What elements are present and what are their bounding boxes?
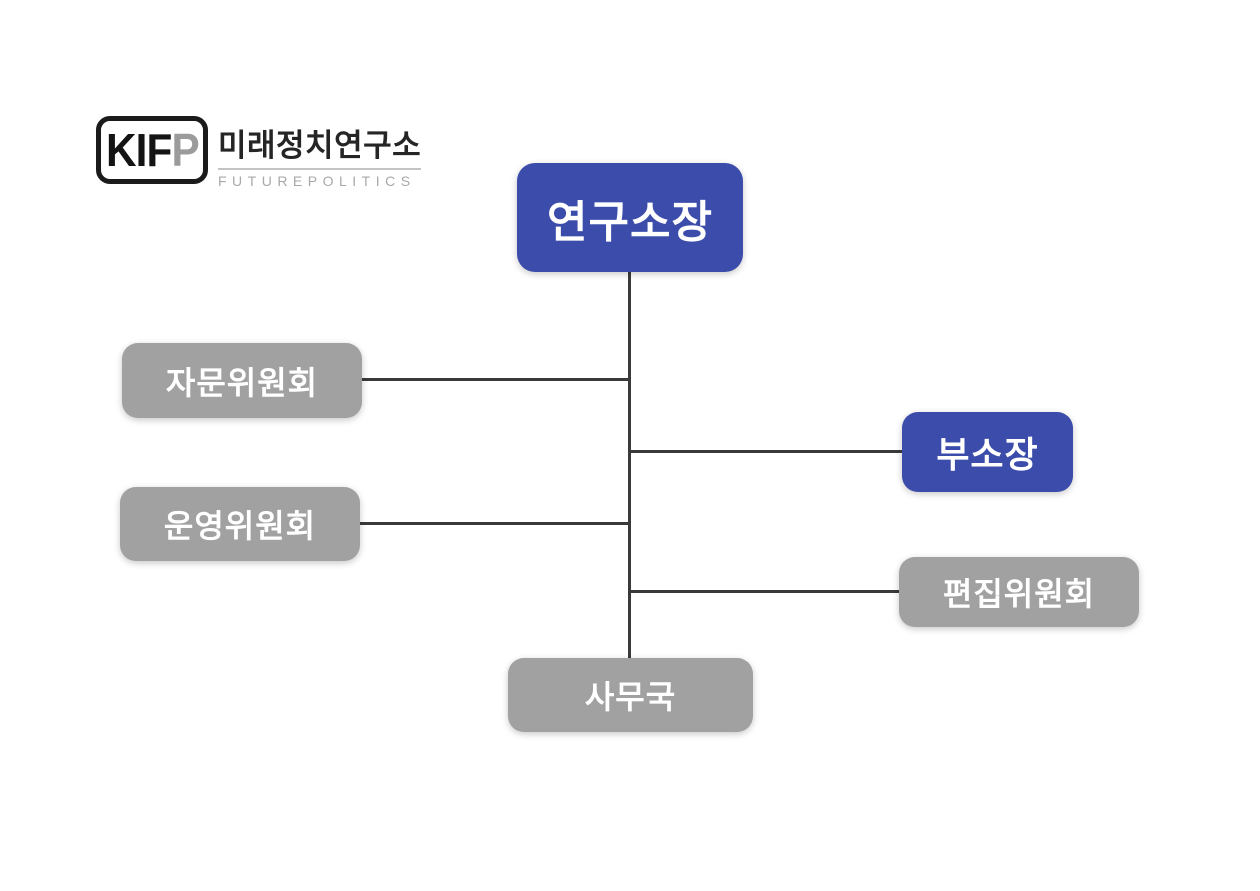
logo-acronym: KIFP	[105, 124, 200, 176]
connector-operating-branch	[360, 522, 630, 525]
connector-deputy-branch	[630, 450, 902, 453]
node-secretariat: 사무국	[508, 658, 753, 732]
connector-editorial-branch	[630, 590, 899, 593]
logo-text-block: 미래정치연구소 FUTUREPOLITICS	[218, 120, 422, 189]
kifp-logo: KIFP 미래정치연구소 FUTUREPOLITICS	[96, 116, 422, 189]
logo-acronym-black: KIF	[105, 124, 172, 176]
connector-advisory-branch	[362, 378, 630, 381]
node-operating-committee: 운영위원회	[120, 487, 360, 561]
node-editorial-committee: 편집위원회	[899, 557, 1139, 627]
node-research-director: 연구소장	[517, 163, 743, 272]
logo-acronym-gray: P	[171, 124, 199, 176]
logo-english-name: FUTUREPOLITICS	[218, 173, 416, 189]
node-deputy-director: 부소장	[902, 412, 1073, 492]
connector-trunk-vertical	[628, 272, 631, 658]
node-advisory-committee: 자문위원회	[122, 343, 362, 418]
logo-korean-name: 미래정치연구소	[218, 120, 422, 170]
kifp-logo-badge: KIFP	[96, 116, 208, 184]
